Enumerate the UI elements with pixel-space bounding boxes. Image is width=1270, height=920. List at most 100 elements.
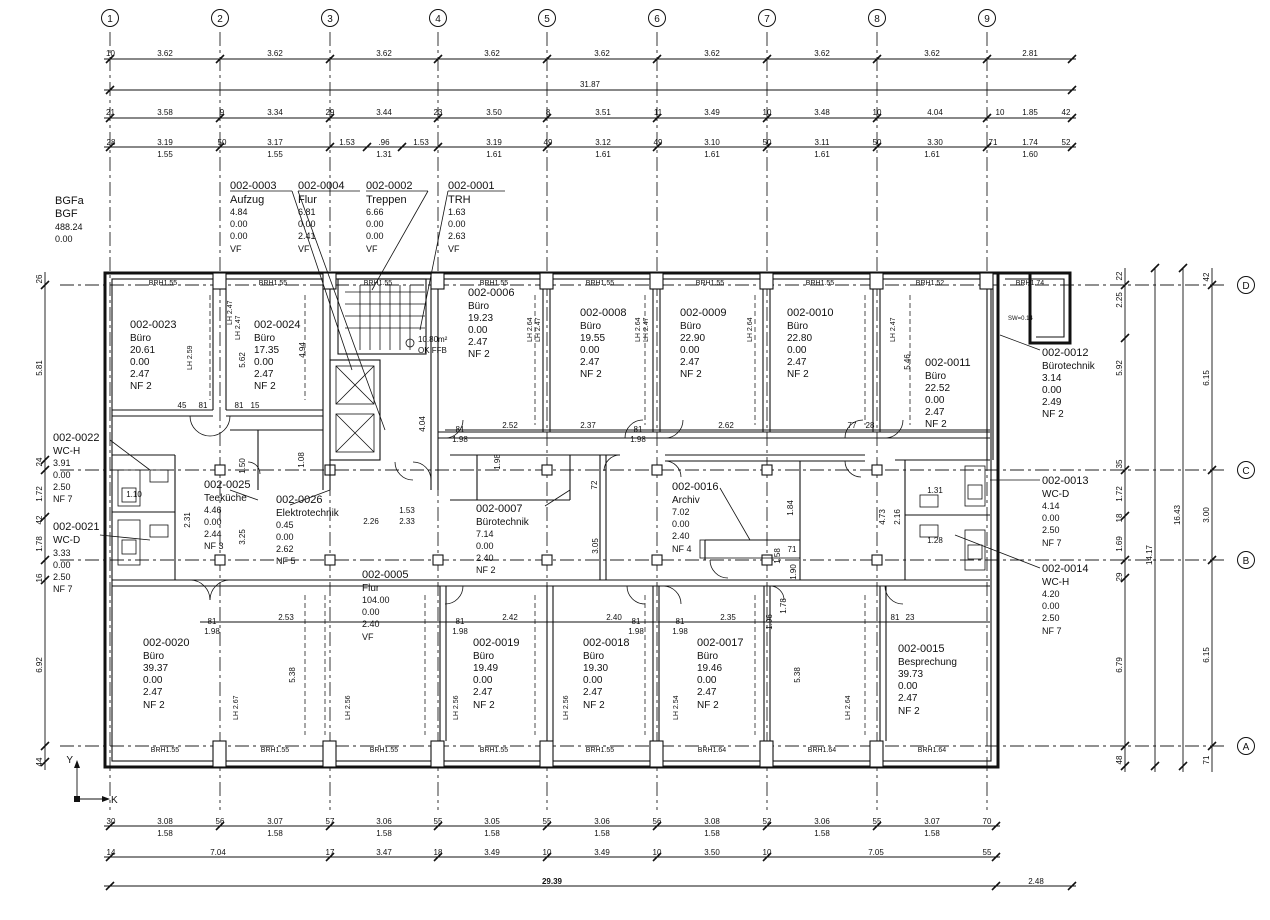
svg-text:19.23: 19.23 [468,313,493,324]
svg-text:2.40: 2.40 [606,613,622,622]
svg-text:31.87: 31.87 [580,80,601,89]
svg-text:BRH1.55: BRH1.55 [149,280,178,287]
svg-text:LH 2.64: LH 2.64 [635,317,642,342]
svg-text:2.47: 2.47 [473,687,493,698]
svg-text:1.60: 1.60 [1022,150,1038,159]
svg-text:1.63: 1.63 [448,207,466,217]
svg-text:22.90: 22.90 [680,333,705,344]
svg-text:3.00: 3.00 [1202,507,1211,523]
svg-text:28: 28 [107,138,116,147]
svg-text:2.62: 2.62 [276,544,294,554]
svg-text:0.00: 0.00 [473,675,493,686]
svg-text:3.47: 3.47 [376,848,392,857]
svg-text:22.52: 22.52 [925,383,950,394]
svg-text:81: 81 [199,401,208,410]
svg-text:2.81: 2.81 [1022,49,1038,58]
svg-text:5.38: 5.38 [793,667,802,683]
grid-bubble-3: 3 [321,9,339,27]
room-002-0025: 002-0025 Teeküche 4.46 0.00 2.44 NF 3 [204,479,251,551]
svg-text:Besprechung: Besprechung [898,657,957,668]
svg-text:LH 2.56: LH 2.56 [453,695,460,720]
svg-text:1.84: 1.84 [786,500,795,516]
svg-text:22: 22 [1115,271,1124,280]
svg-text:3.11: 3.11 [815,138,831,147]
svg-text:002-0018: 002-0018 [583,637,630,649]
svg-text:1.61: 1.61 [486,150,502,159]
svg-text:NF 2: NF 2 [143,700,165,711]
svg-text:0.00: 0.00 [230,219,248,229]
svg-text:16.43: 16.43 [1173,504,1182,525]
svg-text:3.49: 3.49 [484,848,500,857]
svg-text:1.28: 1.28 [927,536,943,545]
svg-text:56: 56 [653,817,662,826]
svg-text:002-0015: 002-0015 [898,643,945,655]
svg-text:39.37: 39.37 [143,663,168,674]
svg-text:BRH1.55: BRH1.55 [696,280,725,287]
svg-text:LH 2.56: LH 2.56 [345,695,352,720]
svg-text:NF 2: NF 2 [580,369,602,380]
svg-text:6.92: 6.92 [35,657,44,673]
svg-text:0.00: 0.00 [298,219,316,229]
svg-text:Büro: Büro [473,651,495,662]
svg-text:0.00: 0.00 [362,607,380,617]
svg-text:3.49: 3.49 [704,108,720,117]
svg-text:002-0026: 002-0026 [276,494,323,506]
svg-text:WC-D: WC-D [53,535,80,546]
svg-text:Flur: Flur [298,194,317,206]
room-002-0026: 002-0026 Elektrotechnik 0.45 0.00 2.62 N… [276,494,340,566]
svg-text:LH 2.54: LH 2.54 [673,695,680,720]
svg-text:2.49: 2.49 [1042,397,1062,408]
svg-text:52: 52 [1062,138,1071,147]
svg-text:1.58: 1.58 [267,829,283,838]
svg-text:NF 2: NF 2 [254,381,276,392]
svg-text:1.61: 1.61 [595,150,611,159]
room-002-0012: 002-0012 Bürotechnik 3.14 0.00 2.49 NF 2 [1042,347,1096,420]
svg-text:70: 70 [983,817,992,826]
room-002-0019: 002-0019 Büro 19.49 0.00 2.47 NF 2 [473,637,520,711]
grid-bubble-7: 7 [758,9,776,27]
svg-text:4.04: 4.04 [418,416,427,432]
svg-text:BRH1.55: BRH1.55 [480,280,509,287]
svg-text:NF 2: NF 2 [787,369,809,380]
svg-text:1.98: 1.98 [630,435,646,444]
svg-text:3.06: 3.06 [814,817,830,826]
svg-text:2.50: 2.50 [1042,525,1060,535]
svg-text:Flur: Flur [362,583,380,594]
grid-bubble-1: 1 [101,9,119,27]
svg-text:2.40: 2.40 [476,553,494,563]
svg-text:002-0021: 002-0021 [53,521,100,533]
svg-text:4.04: 4.04 [927,108,943,117]
svg-text:71: 71 [989,138,998,147]
svg-text:Büro: Büro [697,651,719,662]
svg-text:VF: VF [448,244,460,254]
svg-text:3.19: 3.19 [486,138,502,147]
svg-text:3.51: 3.51 [595,108,611,117]
svg-text:81: 81 [891,613,900,622]
svg-text:0.00: 0.00 [898,681,918,692]
svg-text:0.00: 0.00 [1042,385,1062,396]
svg-text:3.62: 3.62 [924,49,940,58]
svg-text:2.35: 2.35 [720,613,736,622]
room-002-0022: 002-0022 WC-H 3.91 0.00 2.50 NF 7 [53,432,100,504]
svg-text:LH 2.47: LH 2.47 [643,317,650,342]
room-002-0018: 002-0018 Büro 19.30 0.00 2.47 NF 2 [583,637,630,711]
svg-text:23: 23 [434,108,443,117]
svg-text:2.47: 2.47 [130,369,150,380]
svg-text:1.53: 1.53 [413,138,429,147]
svg-text:1.58: 1.58 [924,829,940,838]
svg-text:3.25: 3.25 [238,529,247,545]
svg-text:52: 52 [763,817,772,826]
svg-text:Büro: Büro [925,371,947,382]
svg-text:VF: VF [366,244,378,254]
svg-text:VF: VF [230,244,242,254]
svg-text:4.84: 4.84 [230,207,248,217]
grid-bubble-8: 8 [868,9,886,27]
svg-text:LH 2.67: LH 2.67 [233,695,240,720]
svg-text:2.33: 2.33 [399,517,415,526]
svg-text:55: 55 [873,817,882,826]
room-002-0010: 002-0010 Büro 22.80 0.00 2.47 NF 2 [787,307,834,380]
svg-text:10: 10 [873,108,882,117]
svg-text:50: 50 [873,138,882,147]
svg-text:2.47: 2.47 [254,369,274,380]
svg-text:1.78: 1.78 [779,598,788,614]
